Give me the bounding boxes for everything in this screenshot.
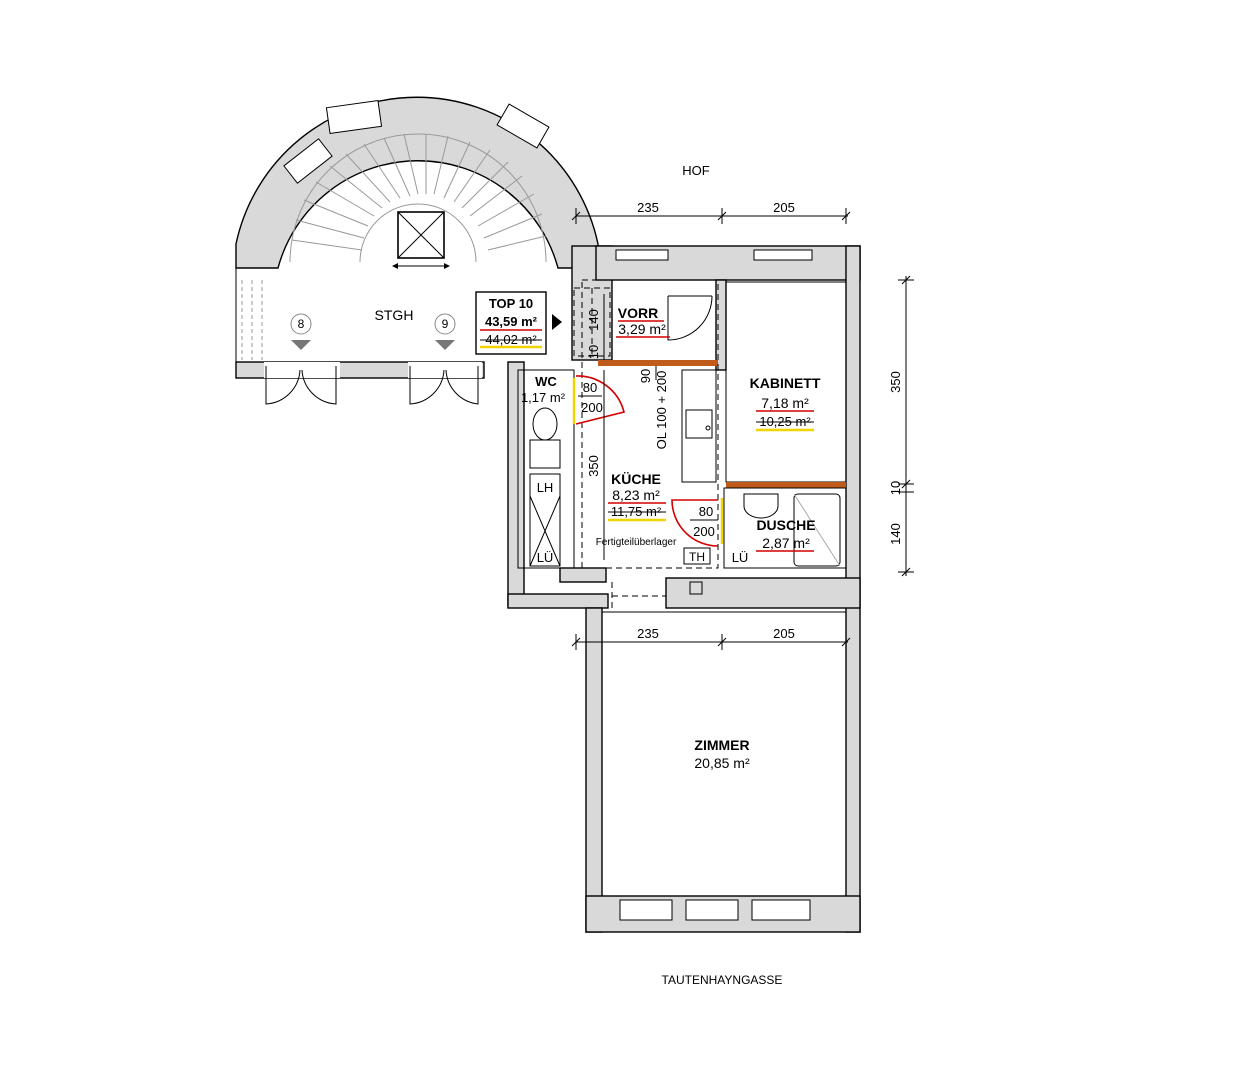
dusche-area: 2,87 m²	[762, 535, 810, 551]
wc-name: WC	[535, 374, 557, 389]
zimmer-name: ZIMMER	[694, 737, 749, 753]
dim-right-10: 10	[888, 481, 903, 495]
entrance-arrow-icon	[552, 314, 562, 330]
dim-vorr-140: 140	[586, 309, 601, 331]
stgh-corridor	[235, 268, 485, 405]
dim-mid-right: 205	[773, 626, 795, 641]
door-wc	[572, 375, 625, 425]
dim-kueche-ol: OL 100 + 200	[654, 371, 669, 450]
dim-top-left: 235	[637, 200, 659, 215]
wc-area: 1,17 m²	[521, 390, 566, 405]
dim-kueche-350: 350	[586, 455, 601, 477]
street-label: TAUTENHAYNGASSE	[662, 973, 783, 987]
top-box	[475, 291, 547, 355]
door-dusche	[671, 498, 724, 547]
dimension-lines	[571, 208, 914, 650]
door-wc-width: 80	[583, 380, 597, 395]
kueche-name: KÜCHE	[611, 471, 661, 487]
stair-number-8: 8	[298, 317, 305, 331]
hof-label: HOF	[682, 163, 710, 178]
apartment-walls	[507, 245, 861, 933]
kabinett-name: KABINETT	[750, 375, 821, 391]
staircase-rotunda	[235, 96, 599, 269]
stgh-label: STGH	[375, 307, 414, 323]
dim-kueche-90: 90	[638, 369, 653, 383]
dusche-name: DUSCHE	[756, 517, 815, 533]
kueche-area: 8,23 m²	[612, 487, 660, 503]
dim-top-right: 205	[773, 200, 795, 215]
lh-label: LH	[537, 480, 554, 495]
lue-label-wc: LÜ	[537, 550, 554, 565]
zimmer-area: 20,85 m²	[694, 755, 750, 771]
door-dusche-height: 200	[693, 524, 715, 539]
th-label: TH	[689, 550, 705, 564]
vorr-name: VORR	[618, 305, 658, 321]
dim-mid-left: 235	[637, 626, 659, 641]
lue-label-dusche: LÜ	[732, 550, 749, 565]
stair-number-9: 9	[442, 317, 449, 331]
door-dusche-width: 80	[699, 504, 713, 519]
top-area: 43,59 m²	[485, 314, 538, 329]
vorr-area: 3,29 m²	[618, 321, 666, 337]
top-title: TOP 10	[489, 296, 533, 311]
dim-vorr-10: 10	[586, 345, 601, 359]
fertigteil-label: Fertigteilüberlager	[596, 537, 677, 548]
dim-right-140: 140	[888, 523, 903, 545]
door-wc-height: 200	[581, 400, 603, 415]
kabinett-area: 7,18 m²	[761, 395, 809, 411]
dim-right-350: 350	[888, 371, 903, 393]
